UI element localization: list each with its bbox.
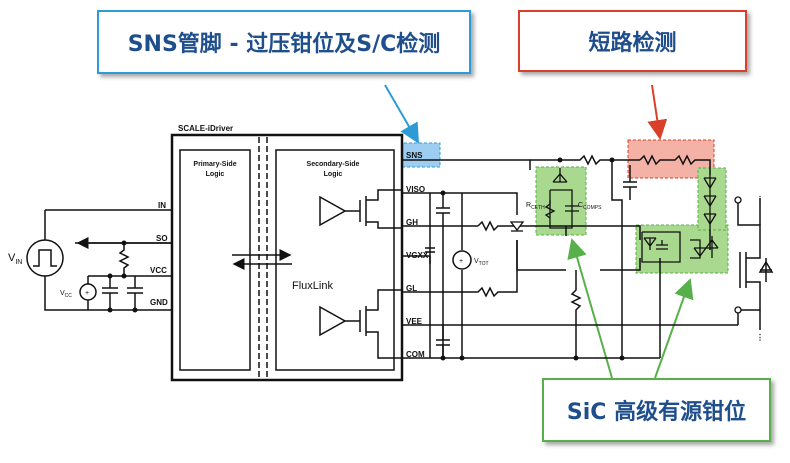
gate-diode	[509, 221, 525, 232]
vcc-junction-2	[121, 273, 127, 279]
gnd-junction-2	[132, 307, 138, 313]
fluxlink-label: FluxLink	[292, 280, 333, 292]
sns-callout: SNS管脚 - 过压钳位及S/C检测	[97, 10, 471, 74]
block-title: SCALE-iDriver	[178, 124, 233, 133]
primary-logic-label-1: Primary-Side	[193, 161, 236, 168]
pulse-icon	[33, 249, 57, 267]
vcc-junction-1	[107, 273, 113, 279]
vtot-source	[452, 250, 472, 270]
pin-vcc: VCC	[150, 266, 167, 275]
tvs-diode-stack	[703, 175, 717, 230]
junction-viso-cap	[440, 190, 446, 196]
vcc-source-plus: +	[85, 290, 89, 297]
pin-viso: VISO	[406, 185, 425, 194]
junction-sns-2	[609, 157, 615, 163]
secondary-logic-label-2: Logic	[324, 171, 343, 178]
vcc-source-label: VCC	[60, 290, 72, 299]
vin-label: VIN	[8, 252, 22, 266]
primary-logic-label-2: Logic	[206, 171, 225, 178]
sic-clamp-cluster	[641, 231, 719, 263]
short-circuit-callout: 短路检测	[518, 10, 747, 72]
vtot-label: VTOT	[474, 258, 489, 267]
sic-clamp-callout-text: SiC 高级有源钳位	[566, 400, 747, 425]
sic-clamp-highlight-box-1	[535, 166, 587, 236]
secondary-logic-label-1: Secondary-Side	[307, 161, 360, 168]
gnd-junction-1	[107, 307, 113, 313]
gh-mosfets	[359, 189, 402, 229]
pin-gh: GH	[406, 218, 418, 227]
sic-power-switch	[739, 250, 774, 290]
sic-clamp-highlight-box-2	[635, 224, 729, 274]
secondary-side-wiring	[402, 154, 761, 359]
switch-top-dots: ⋮	[756, 195, 764, 204]
gl-mosfets	[359, 289, 402, 359]
gh-driver-buffer	[319, 195, 347, 227]
rceth-ccomps-cluster	[544, 168, 579, 229]
ccomps-label: CCOMPS	[578, 202, 602, 211]
junction-com-2	[459, 355, 465, 361]
switch-top-node	[734, 196, 742, 204]
pin-in: IN	[158, 201, 166, 210]
vtot-plus: +	[459, 258, 463, 265]
switch-bottom-node	[734, 306, 742, 314]
vcc-source	[79, 283, 97, 301]
sic-arrow-1	[567, 238, 613, 379]
pin-sns: SNS	[406, 151, 423, 160]
secondary-logic-block	[275, 149, 395, 371]
short-circuit-arrow	[647, 84, 668, 140]
primary-logic-block	[179, 149, 251, 371]
sns-arrow	[384, 84, 420, 144]
sic-arrow-2	[654, 278, 694, 379]
junction-com-3	[573, 355, 579, 361]
pin-com: COM	[406, 350, 425, 359]
pin-so: SO	[156, 234, 168, 243]
junction-com-1	[440, 355, 446, 361]
rceth-label: RCETH	[526, 202, 545, 211]
short-circuit-callout-text: 短路检测	[588, 31, 677, 56]
pin-gnd: GND	[150, 298, 168, 307]
sic-clamp-callout: SiC 高级有源钳位	[542, 378, 771, 442]
vin-source	[26, 239, 64, 277]
pin-gl: GL	[406, 284, 417, 293]
sns-callout-text: SNS管脚 - 过压钳位及S/C检测	[127, 32, 441, 57]
junction-com-4	[619, 355, 625, 361]
junction-sns	[557, 157, 563, 163]
switch-bottom-dots: ⋮	[756, 333, 764, 342]
pin-vee: VEE	[406, 317, 423, 326]
gl-driver-buffer	[319, 305, 347, 337]
